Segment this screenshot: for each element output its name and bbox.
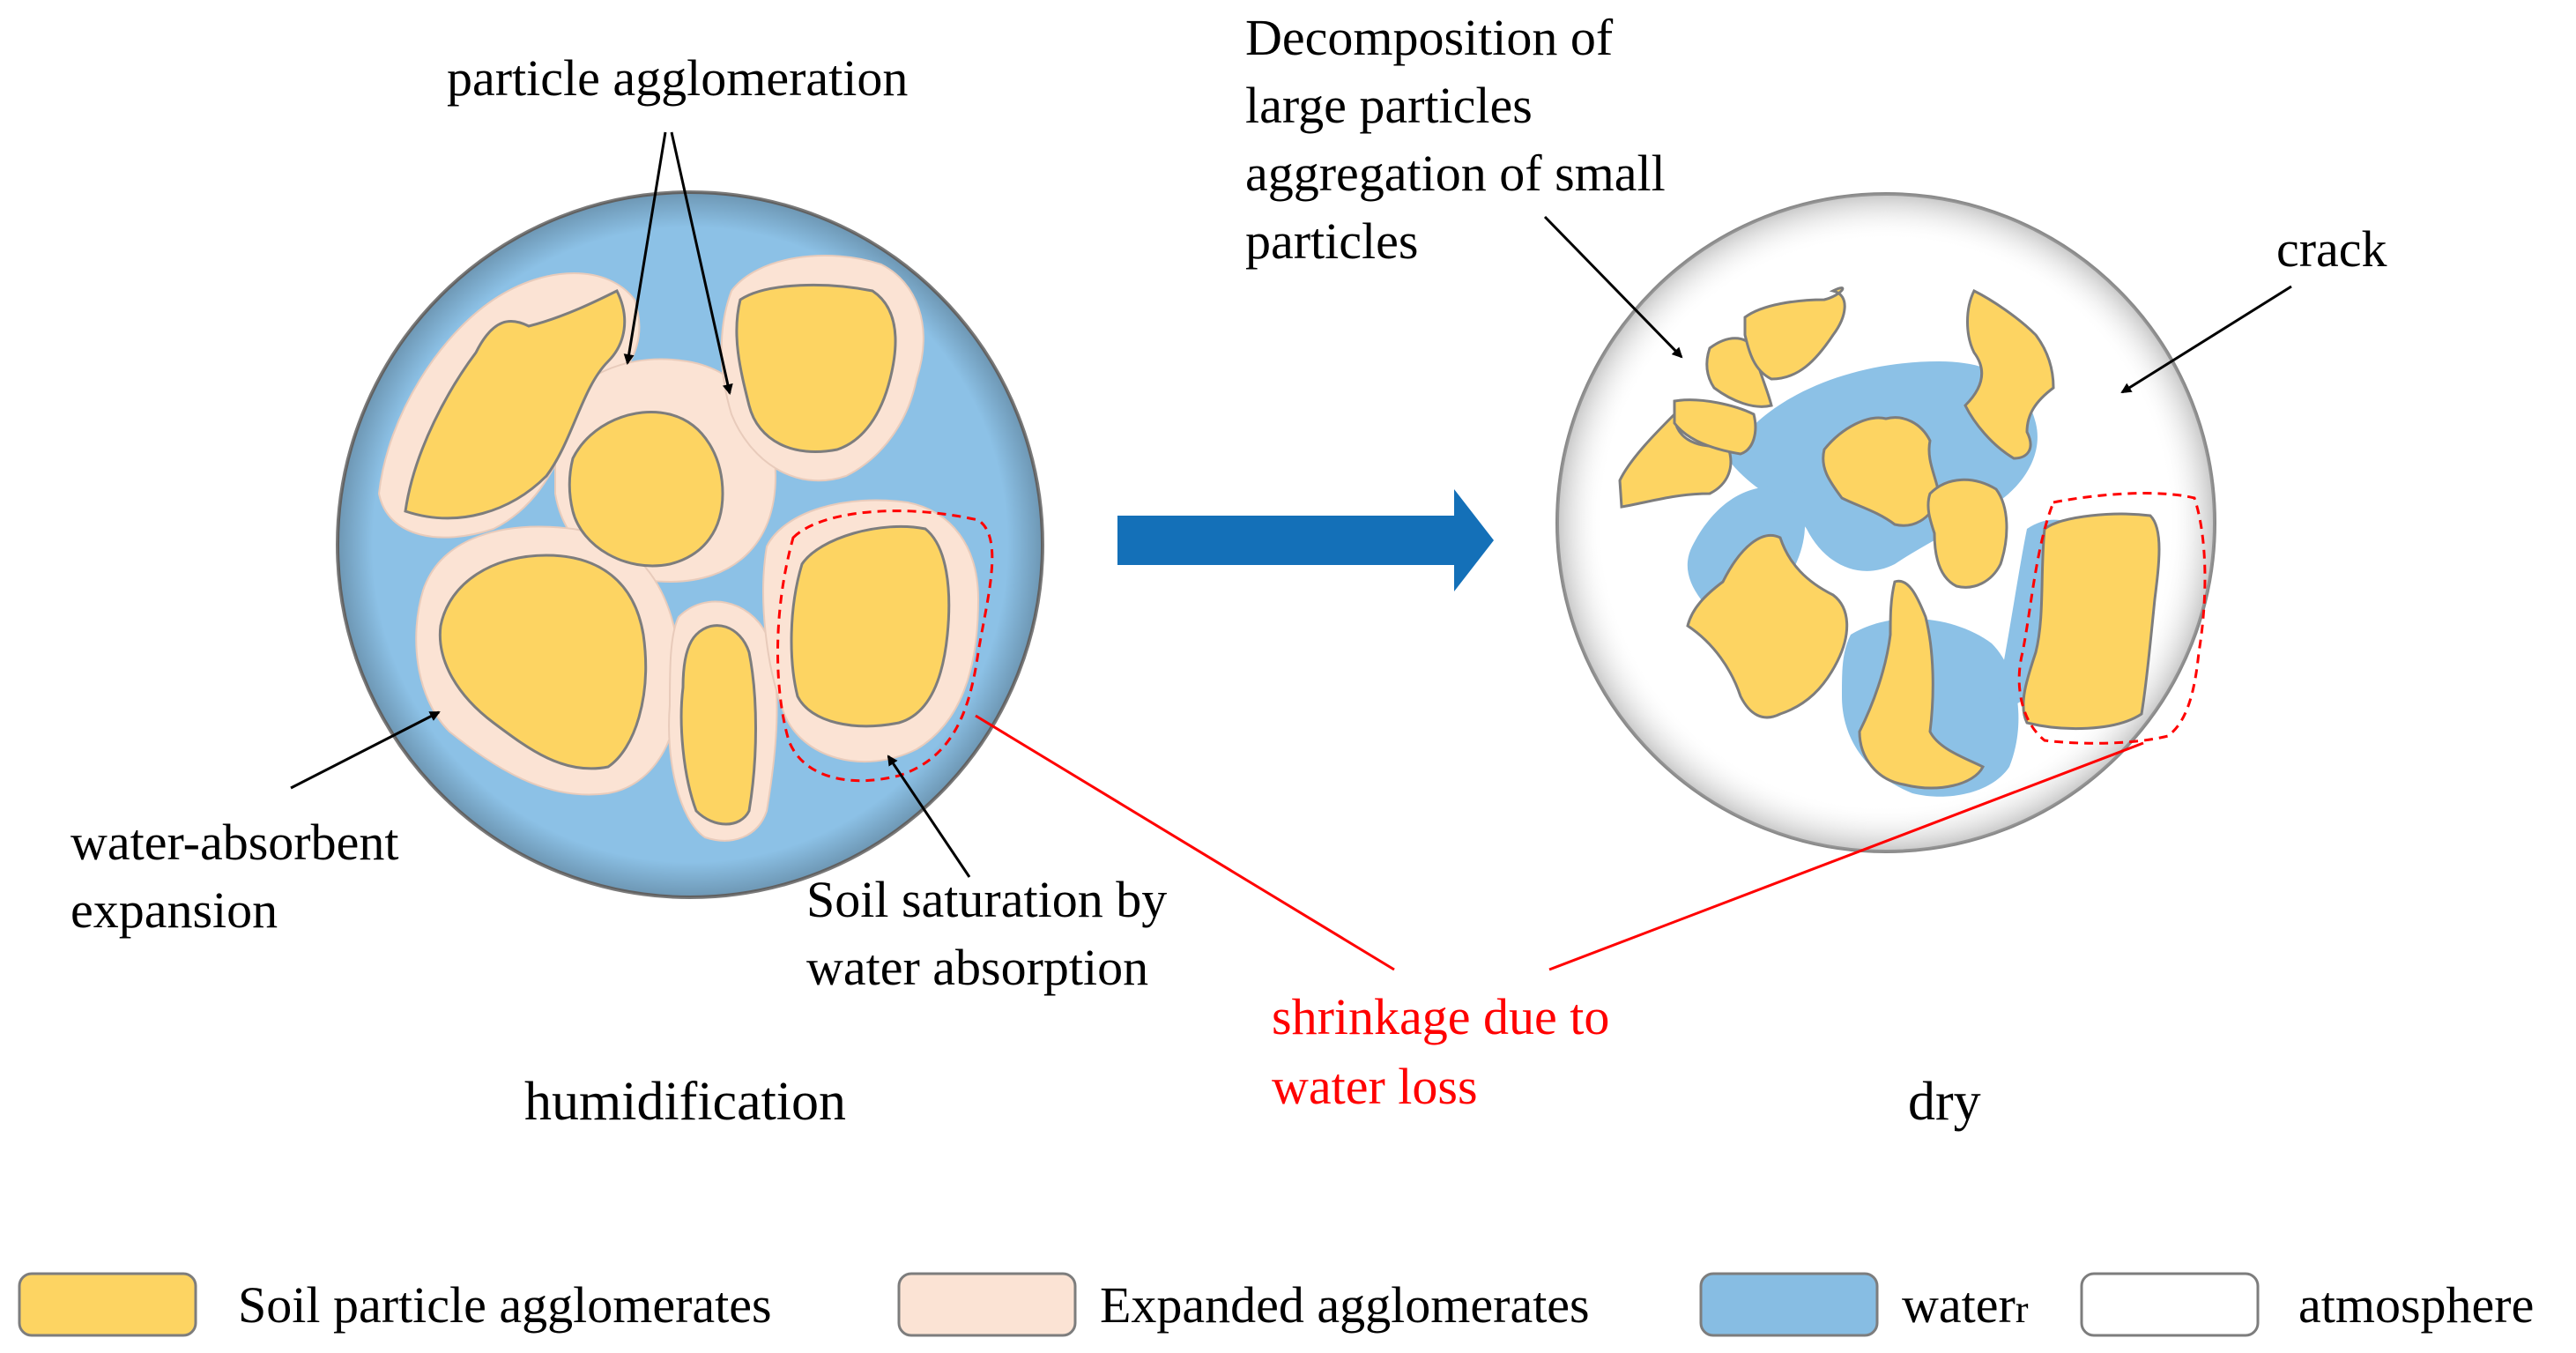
soil-agglomerate	[438, 554, 648, 770]
humidification-caption: humidification	[524, 1072, 846, 1132]
particle-agglomeration-arrow-1	[623, 131, 667, 365]
shrinkage-line-left	[975, 714, 1395, 971]
legend-swatch-water	[1699, 1272, 1879, 1337]
shrunk-region-highlight	[2017, 492, 2207, 745]
decomposition-label-line3: aggregation of small	[1245, 145, 1666, 202]
soil-agglomerate	[735, 283, 897, 454]
annotation-arrows	[290, 131, 2292, 878]
water-absorbent-expansion-label-line1: water-absorbent	[71, 814, 398, 871]
decomposition-label-line1: Decomposition of	[1245, 9, 1614, 66]
soil-agglomerates-left	[404, 283, 951, 826]
legend-swatch-expanded	[897, 1272, 1077, 1337]
soil-agglomerate	[1743, 286, 1846, 381]
legend-label-expanded: Expanded agglomerates	[1100, 1276, 1590, 1334]
dry-sample	[1555, 192, 2216, 853]
soil-agglomerate	[568, 410, 724, 568]
soil-agglomerate	[1686, 534, 1849, 719]
legend-swatch-atmosphere	[2080, 1272, 2260, 1337]
soil-agglomerate	[2022, 512, 2161, 731]
legend-label-soil: Soil particle agglomerates	[238, 1276, 772, 1334]
decomposition-label-line4: particles	[1245, 212, 1418, 270]
shrinkage-label-line1: shrinkage due to	[1272, 988, 1609, 1045]
decomposition-label-line2: large particles	[1245, 77, 1533, 134]
soil-agglomerate	[1964, 288, 2055, 460]
soil-saturation-label-line2: water absorption	[806, 939, 1148, 996]
dry-caption: dry	[1908, 1072, 1981, 1132]
saturated-region-highlight	[776, 509, 994, 783]
crack-arrow	[2120, 285, 2292, 394]
legend-label-atmosphere: atmosphere	[2298, 1276, 2534, 1334]
humidification-sample	[336, 190, 1044, 899]
soil-agglomerate	[1673, 398, 1757, 456]
soil-agglomerate	[1926, 478, 2008, 589]
water-absorbent-expansion-arrow	[290, 710, 441, 790]
transition-arrow	[1117, 489, 1494, 591]
soil-agglomerates-right	[1618, 286, 2161, 790]
shrinkage-lines	[975, 714, 2144, 971]
legend-label-water-suffix: r	[2016, 1288, 2029, 1331]
soil-agglomerate	[679, 624, 757, 826]
soil-saturation-label-line1: Soil saturation by	[806, 871, 1167, 928]
soil-agglomerate	[1858, 579, 1986, 790]
soil-saturation-arrow	[887, 755, 971, 878]
crack-label: crack	[2276, 220, 2387, 278]
soil-agglomerate	[790, 524, 951, 728]
particle-agglomeration-arrow-2	[670, 131, 733, 395]
particle-agglomeration-label: particle agglomeration	[447, 49, 908, 107]
legend-label-water: waterr	[1902, 1276, 2029, 1334]
shrinkage-line-right	[1548, 741, 2144, 971]
legend: Soil particle agglomerates Expanded aggl…	[18, 1272, 2534, 1337]
legend-swatch-soil	[18, 1272, 197, 1337]
water-absorbent-expansion-label-line2: expansion	[71, 881, 278, 939]
legend-label-water-main: water	[1902, 1276, 2016, 1334]
decomposition-arrow	[1543, 215, 1683, 359]
soil-agglomerate	[404, 288, 627, 520]
shrinkage-label-line2: water loss	[1272, 1058, 1478, 1115]
